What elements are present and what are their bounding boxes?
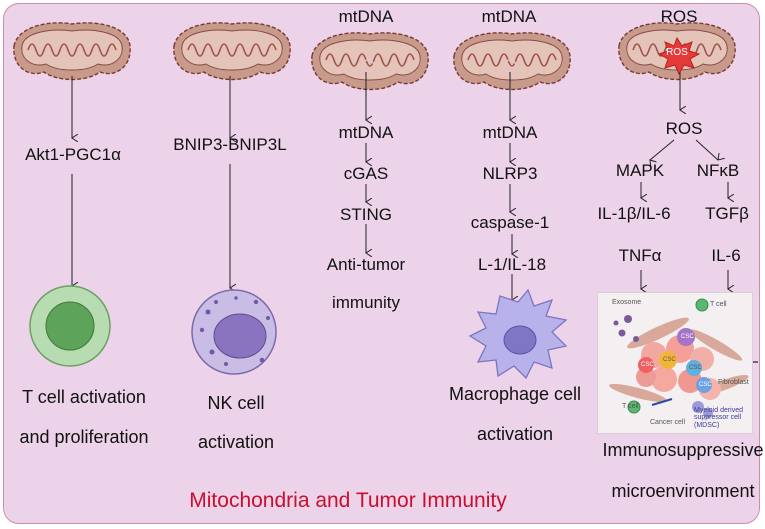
col4-step: mtDNA [482,123,538,142]
mitochondrion-icon [173,22,291,81]
col4-outcome-line1: Macrophage cell [448,384,582,404]
inset-label-csc: CSC [663,357,676,363]
col3-step: cGAS [343,164,389,183]
col5-header: ROS [660,7,698,26]
arrow [650,139,675,160]
col1-step: Akt1-PGC1α [25,145,121,164]
col3-step: STING [340,205,392,224]
t-cell-icon [29,285,111,367]
col2-step: BNIP3-BNIP3L [173,135,287,154]
arrow [695,139,718,160]
col2-outcome-line1: NK cell [207,393,265,413]
inset-label-mdsc: Myeloid derived suppressor cell (MDSC) [694,407,744,429]
inset-label-t-cell-bottom: T cell [622,403,639,410]
col3-header: mtDNA [338,7,394,26]
tme-illustration-graphic [608,298,749,418]
nk-cell-icon [191,289,277,375]
col5-left-step: IL-1β/IL-6 [597,204,671,223]
mtdna-ring-icon [361,59,375,73]
tumor-microenvironment-illustration: Exosome T cell CSC CSC CSC CSC CSC Fibro… [597,292,753,434]
ros-inner-label: ROS [666,47,688,58]
col5-right-step: IL-6 [711,246,741,265]
ros-burst-icon [657,36,701,76]
inset-label-cancer-cell: Cancer cell [650,419,686,426]
mitochondrion-icon [311,32,429,91]
col3-step: mtDNA [338,123,394,142]
macrophage-icon [468,288,568,380]
col4-step: L-1/IL-18 [477,255,547,274]
col5-outcome-line1: Immunosuppressive [602,440,764,460]
col5-right-step: NFκB [696,161,740,180]
col4-step: caspase-1 [470,213,550,232]
col5-outcome-line2: microenvironment [611,481,755,501]
inset-label-fibroblast: Fibroblast [718,379,749,386]
col4-step: NLRP3 [482,164,538,183]
col3-step: immunity [331,293,401,312]
background-panel [3,3,760,524]
inset-label-csc: CSC [689,365,702,371]
mitochondrion-icon [13,22,131,81]
col5-left-step: MAPK [615,161,665,180]
col1-outcome-line1: T cell activation [22,387,146,407]
col5-step: ROS [665,119,703,138]
inset-label-exosome: Exosome [612,299,642,306]
inset-label-csc: CSC [641,362,654,368]
figure-title: Mitochondria and Tumor Immunity [189,489,507,512]
inset-label-csc: CSC [699,382,712,388]
col1-outcome-line2: and proliferation [19,427,149,447]
col3-step: Anti-tumor [326,255,406,274]
col5-right-step: TGFβ [705,204,749,223]
col2-outcome-line2: activation [197,432,275,452]
col5-left-step: TNFα [618,246,662,265]
mitochondrion-icon [453,32,571,91]
col4-outcome-line2: activation [476,424,554,444]
inset-label-csc: CSC [681,334,694,340]
inset-label-t-cell: T cell [710,301,727,308]
col4-header: mtDNA [481,7,537,26]
